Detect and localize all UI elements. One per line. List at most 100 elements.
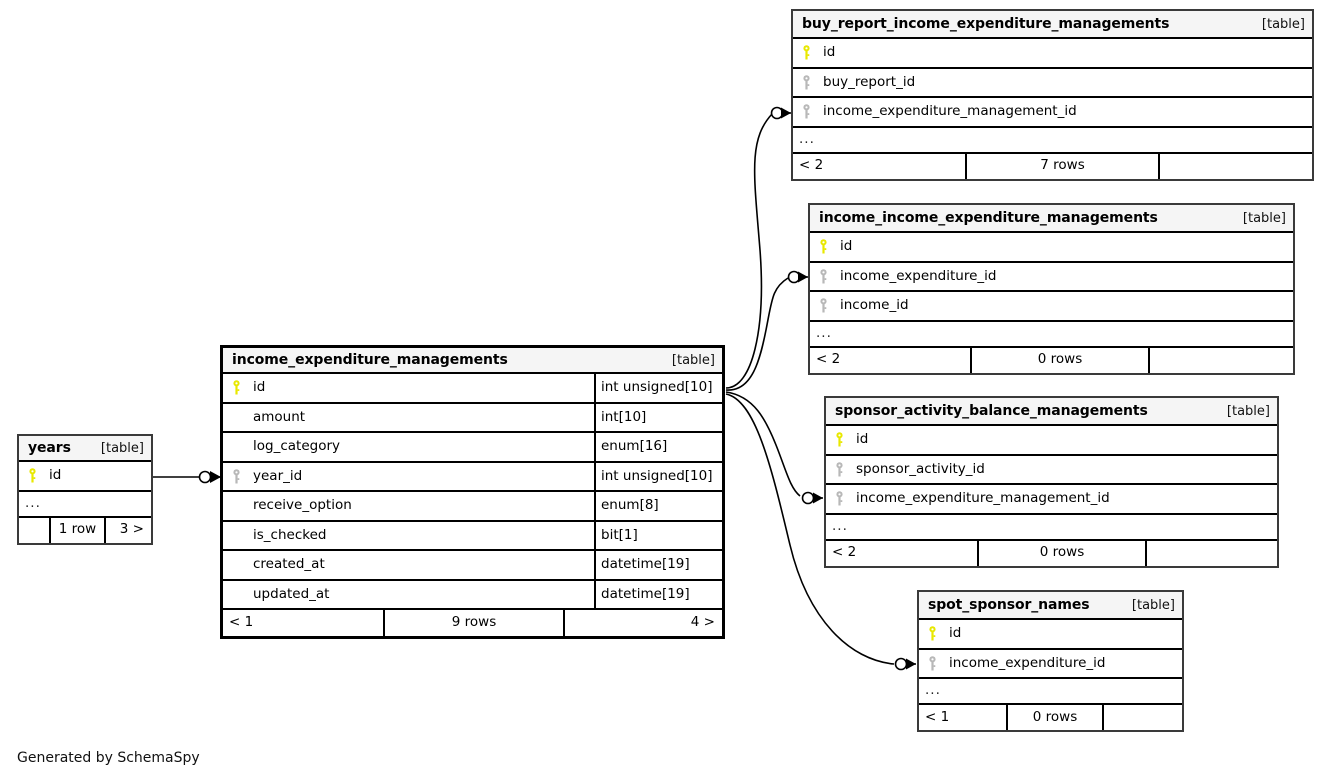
- table-row[interactable]: sponsor_activity_id: [826, 456, 1277, 485]
- footer-parent-count[interactable]: < 1: [925, 708, 950, 725]
- primary-key-icon: [832, 432, 847, 447]
- column-cell: income_expenditure_management_id: [826, 485, 1277, 513]
- column-cell: buy_report_id: [793, 69, 1312, 97]
- column-name: id: [253, 379, 266, 395]
- footer-parent-count[interactable]: < 2: [816, 351, 841, 368]
- foreign-key-icon: [832, 461, 847, 477]
- footer-child-count[interactable]: 4 >: [690, 614, 715, 631]
- foreign-key-icon: [229, 468, 244, 484]
- table-title: income_income_expenditure_managements: [819, 210, 1158, 226]
- column-name: income_expenditure_management_id: [856, 490, 1110, 506]
- table-footer: 1 row 3 >: [19, 517, 151, 543]
- column-cell: id: [919, 620, 1182, 648]
- table-title: income_expenditure_managements: [232, 352, 508, 368]
- table-income-expenditure-managements[interactable]: income_expenditure_managements [table] i…: [220, 345, 725, 639]
- footer-child-count[interactable]: [1160, 154, 1312, 179]
- generated-by-label: Generated by SchemaSpy: [17, 750, 200, 766]
- footer-row-count: 1 row: [49, 517, 106, 543]
- table-header: spot_sponsor_names [table]: [919, 592, 1182, 620]
- table-row[interactable]: id: [810, 233, 1293, 263]
- column-cell: year_id: [223, 463, 594, 491]
- table-type-tag: [table]: [1261, 16, 1305, 32]
- table-spot-sponsor-names[interactable]: spot_sponsor_names [table] id income_exp…: [917, 590, 1184, 732]
- more-columns-indicator: ...: [793, 128, 1312, 154]
- table-row[interactable]: income_id: [810, 292, 1293, 322]
- footer-child-count[interactable]: 3 >: [119, 521, 144, 538]
- column-type: enum[8]: [594, 492, 722, 520]
- table-row[interactable]: id: [919, 620, 1182, 650]
- edge-endpoint-circle: [894, 657, 908, 671]
- more-columns-indicator: ...: [919, 679, 1182, 705]
- table-row[interactable]: created_at datetime[19]: [223, 551, 722, 581]
- more-columns-indicator: ...: [826, 515, 1277, 541]
- table-buy-report-income-expenditure-managements[interactable]: buy_report_income_expenditure_management…: [791, 9, 1314, 181]
- table-row[interactable]: is_checked bit[1]: [223, 521, 722, 551]
- table-footer: < 2 7 rows: [793, 153, 1312, 179]
- table-row[interactable]: amount int[10]: [223, 403, 722, 433]
- footer-row-count: 9 rows: [383, 610, 565, 636]
- footer-child-count[interactable]: [1150, 348, 1293, 373]
- foreign-key-icon: [799, 74, 814, 90]
- table-row[interactable]: updated_at datetime[19]: [223, 580, 722, 610]
- edge-iem-id-to-sponsor-balance: [725, 391, 801, 497]
- column-cell: updated_at: [223, 581, 594, 609]
- table-row[interactable]: id: [19, 462, 151, 492]
- column-name: income_id: [840, 297, 909, 313]
- column-name: id: [49, 467, 62, 483]
- foreign-key-icon: [925, 655, 940, 671]
- footer-parent-count[interactable]: < 1: [229, 614, 254, 631]
- column-name: id: [949, 625, 962, 641]
- column-cell: is_checked: [223, 522, 594, 550]
- column-name: log_category: [253, 438, 340, 454]
- table-income-income-expenditure-managements[interactable]: income_income_expenditure_managements [t…: [808, 203, 1295, 375]
- table-footer: < 2 0 rows: [826, 540, 1277, 566]
- footer-parent-count[interactable]: < 2: [832, 544, 857, 561]
- table-title: spot_sponsor_names: [928, 597, 1090, 613]
- table-row[interactable]: receive_option enum[8]: [223, 492, 722, 522]
- primary-key-icon: [816, 239, 831, 254]
- footer-row-count: 7 rows: [965, 153, 1160, 179]
- column-cell: sponsor_activity_id: [826, 456, 1277, 484]
- primary-key-icon: [925, 626, 940, 641]
- table-years[interactable]: years [table] id ... 1 row 3 >: [17, 434, 153, 545]
- column-cell: created_at: [223, 551, 594, 579]
- edge-endpoint-arrow: [906, 658, 916, 670]
- column-name: income_expenditure_id: [949, 654, 1106, 671]
- table-header: income_income_expenditure_managements [t…: [810, 205, 1293, 233]
- table-row[interactable]: buy_report_id: [793, 69, 1312, 98]
- column-name: is_checked: [253, 526, 327, 543]
- footer-child-count[interactable]: [1147, 541, 1277, 566]
- table-row[interactable]: year_id int unsigned[10]: [223, 462, 722, 492]
- table-header: years [table]: [19, 436, 151, 462]
- footer-parent-count[interactable]: [19, 518, 49, 543]
- column-name: updated_at: [253, 585, 330, 602]
- table-row[interactable]: id: [826, 426, 1277, 456]
- table-row[interactable]: log_category enum[16]: [223, 433, 722, 463]
- table-footer: < 1 0 rows: [919, 705, 1182, 730]
- table-row[interactable]: income_expenditure_id: [919, 650, 1182, 679]
- footer-child-count[interactable]: [1104, 705, 1182, 730]
- more-columns-indicator: ...: [19, 492, 151, 518]
- column-cell: id: [826, 426, 1277, 454]
- column-cell: amount: [223, 404, 594, 432]
- table-row[interactable]: income_expenditure_management_id: [826, 485, 1277, 515]
- table-type-tag: [table]: [100, 440, 144, 456]
- column-name: id: [856, 431, 869, 447]
- column-cell: id: [19, 462, 151, 490]
- edge-endpoint-circle: [787, 270, 801, 284]
- edge-iem-id-to-income-income: [725, 277, 789, 391]
- table-sponsor-activity-balance-managements[interactable]: sponsor_activity_balance_managements [ta…: [824, 396, 1279, 568]
- table-row[interactable]: id: [793, 39, 1312, 69]
- table-row[interactable]: id int unsigned[10]: [223, 374, 722, 404]
- primary-key-icon: [229, 380, 244, 395]
- footer-parent-count[interactable]: < 2: [799, 157, 824, 174]
- table-row[interactable]: income_expenditure_id: [810, 263, 1293, 292]
- column-cell: income_expenditure_id: [919, 650, 1182, 678]
- column-type: int unsigned[10]: [594, 374, 722, 402]
- table-row[interactable]: income_expenditure_management_id: [793, 98, 1312, 128]
- table-footer: < 2 0 rows: [810, 347, 1293, 373]
- edge-endpoint-circle: [770, 106, 784, 120]
- foreign-key-icon: [816, 298, 831, 313]
- column-cell: receive_option: [223, 492, 594, 520]
- foreign-key-icon: [816, 268, 831, 284]
